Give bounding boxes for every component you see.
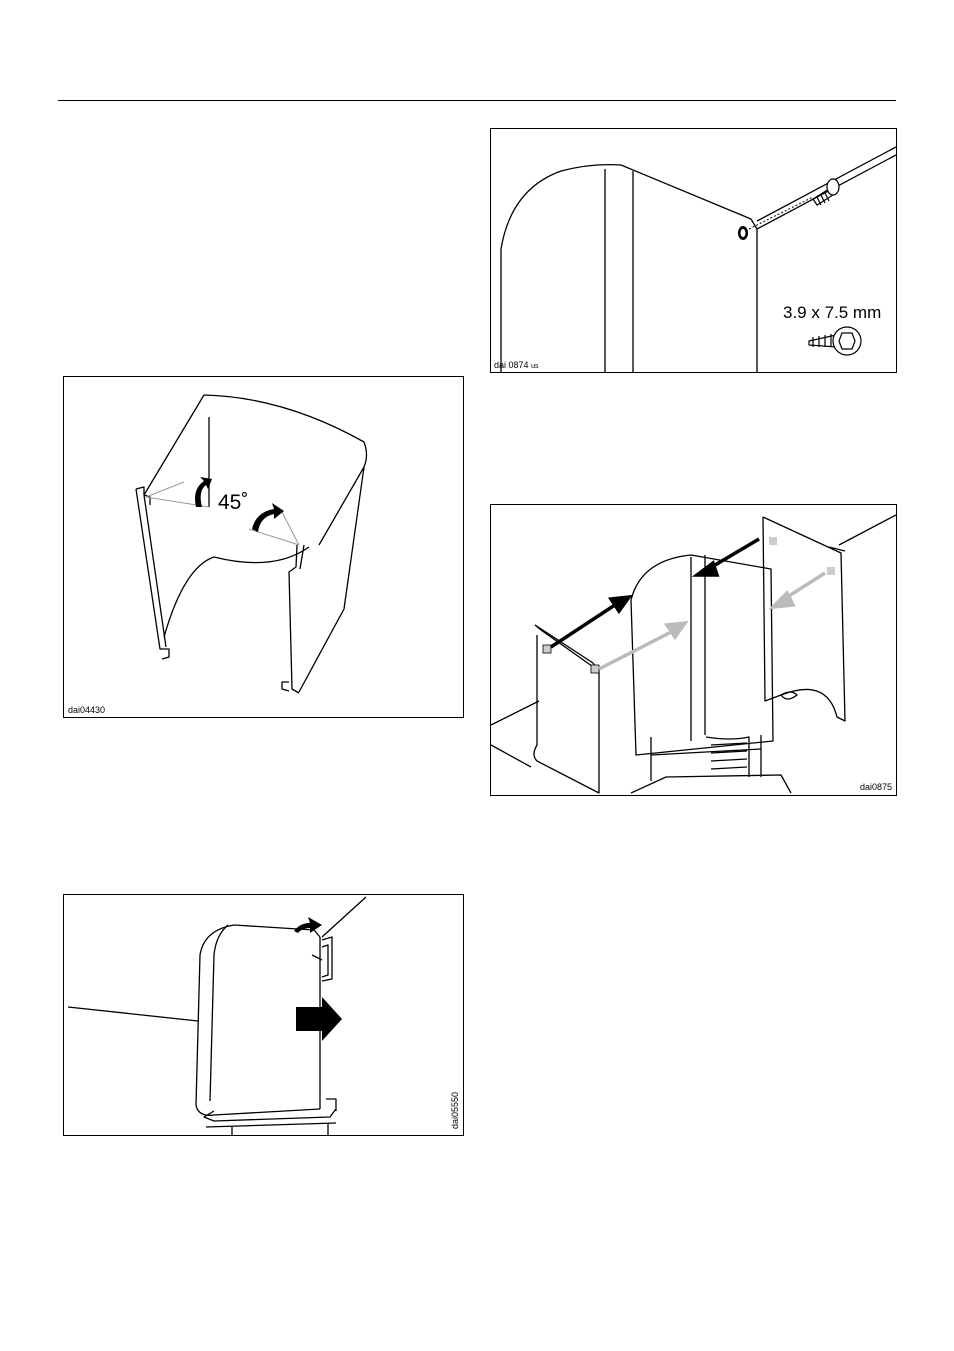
header-rule bbox=[58, 100, 896, 101]
figure-chimney-slide: dai05550 bbox=[63, 894, 464, 1136]
figure-screw-fixing: 3.9 x 7.5 mm dai 0874 us bbox=[490, 128, 897, 373]
screw-fixing-illustration bbox=[491, 129, 896, 372]
figure-code-main: dai 0874 bbox=[494, 360, 529, 370]
figure-chimney-flanges: 45˚ dai04430 bbox=[63, 376, 464, 718]
angle-label: 45˚ bbox=[218, 491, 248, 515]
screw-size-label: 3.9 x 7.5 mm bbox=[783, 303, 881, 323]
chimney-flanges-illustration bbox=[64, 377, 463, 717]
figure-code: dai05550 bbox=[450, 1092, 460, 1129]
screw-icon-large bbox=[809, 327, 861, 355]
figure-side-covers: dai0875 bbox=[490, 504, 897, 796]
figure-code: dai 0874 us bbox=[494, 360, 538, 370]
figure-code: dai04430 bbox=[68, 705, 105, 715]
chimney-slide-illustration bbox=[64, 895, 463, 1135]
figure-code-suffix: us bbox=[531, 363, 538, 370]
figure-code: dai0875 bbox=[860, 782, 892, 792]
side-covers-illustration bbox=[491, 505, 896, 795]
